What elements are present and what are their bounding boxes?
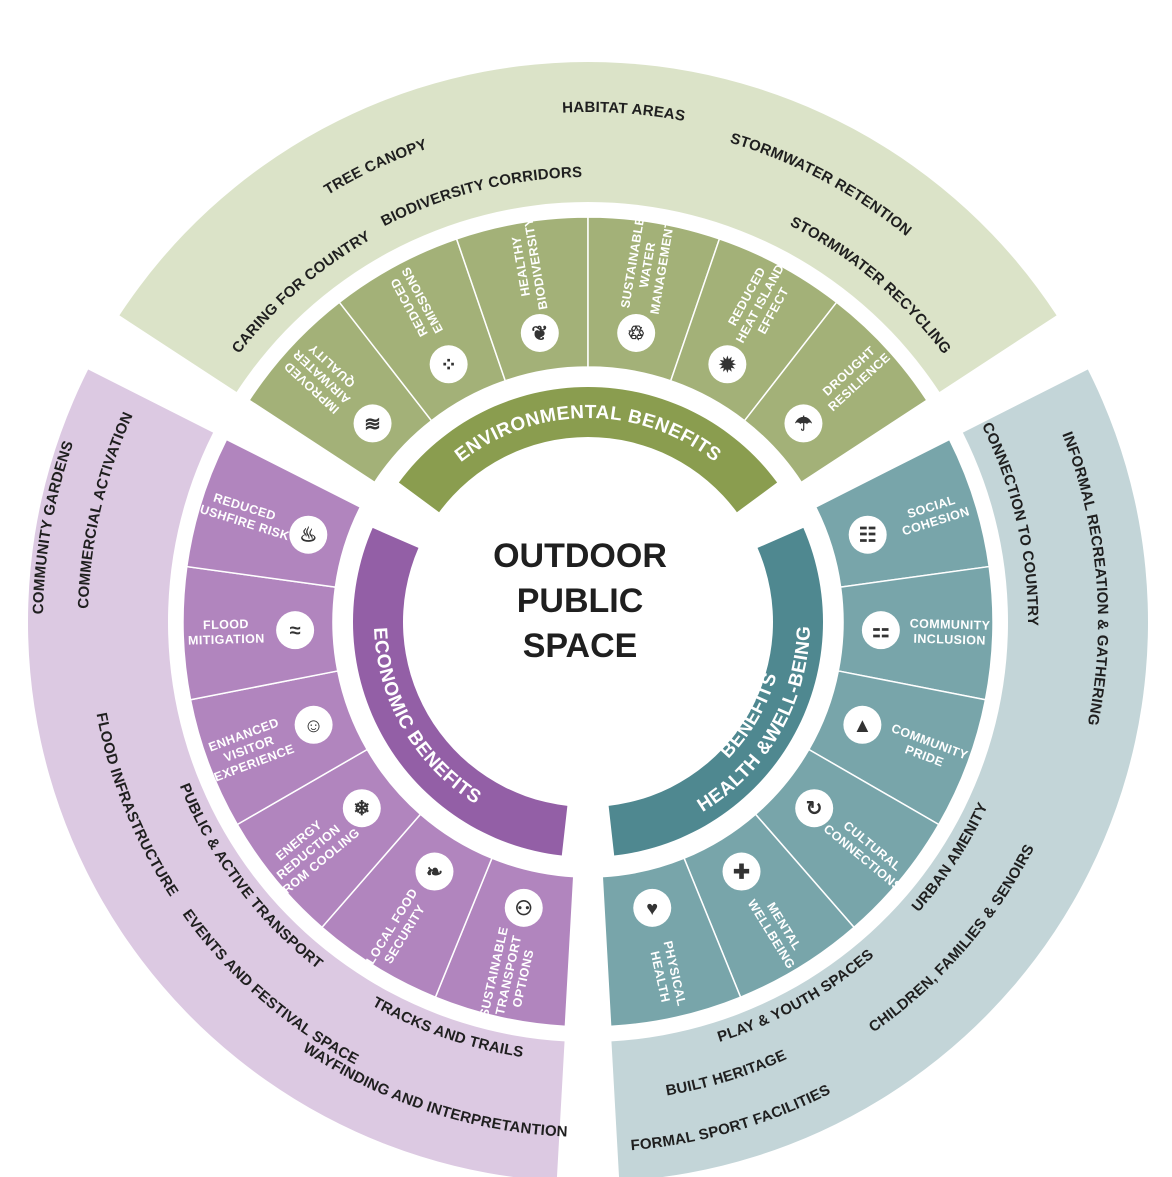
water-cycle-icon	[617, 313, 656, 352]
segment-label-line: INCLUSION	[913, 632, 986, 648]
center-title-line-1: OUTDOOR	[493, 537, 667, 575]
watering-can-icon	[784, 404, 823, 443]
inclusion-icon	[861, 611, 900, 650]
visitor-icon	[294, 705, 333, 744]
cultural-cycle-icon-glyph: ↻	[806, 798, 823, 820]
outer-ring	[28, 62, 1148, 1177]
sun-icon	[708, 345, 747, 384]
pride-icon	[843, 705, 882, 744]
mind-icon	[722, 852, 761, 891]
segment-label-line: FLOOD	[203, 617, 249, 632]
environmental-outer-sector	[119, 62, 1057, 393]
pride-icon-glyph: ▲	[852, 715, 872, 737]
bird-leaf-icon	[520, 313, 559, 352]
group-icon	[848, 515, 887, 554]
category-band-ring	[352, 387, 823, 856]
economic-outer-sector	[28, 369, 565, 1177]
bird-leaf-icon-glyph: ❦	[531, 323, 548, 345]
wind-icon-glyph: ≋	[364, 413, 381, 435]
health-outer-sector	[611, 369, 1148, 1177]
snowflake-icon	[342, 789, 381, 828]
mind-icon-glyph: ✚	[733, 862, 750, 884]
walking-people-icon-glyph: ⚇	[515, 898, 533, 920]
sun-icon-glyph: ✹	[718, 354, 737, 376]
wind-icon	[353, 404, 392, 443]
water-cycle-icon-glyph: ♲	[627, 323, 645, 345]
watering-can-icon-glyph: ☂	[794, 413, 812, 435]
segment-label-line: MITIGATION	[188, 632, 265, 648]
particles-icon	[429, 345, 468, 384]
economic-category-band	[352, 527, 568, 856]
environmental-category-band	[398, 387, 778, 513]
bushfire-icon	[289, 515, 328, 554]
walking-people-icon	[504, 888, 543, 927]
health-category-band	[608, 527, 823, 856]
heart-head-icon	[633, 888, 672, 927]
center-title-line-2: PUBLIC	[517, 582, 644, 620]
segment-ring	[182, 216, 994, 1028]
particles-icon-glyph: ⁘	[440, 354, 457, 376]
group-icon-glyph: ☷	[859, 525, 877, 547]
sprout-icon	[415, 852, 454, 891]
cultural-cycle-icon	[795, 789, 834, 828]
waves-icon-glyph: ≈	[290, 620, 301, 642]
waves-icon	[276, 611, 315, 650]
environmental-segment-drought-resilience	[743, 301, 928, 484]
bushfire-icon-glyph: ♨	[299, 525, 317, 547]
heart-head-icon-glyph: ♥	[646, 898, 658, 920]
inclusion-icon-glyph: ⚏	[872, 620, 890, 642]
center-title-line-3: SPACE	[523, 627, 638, 665]
sprout-icon-glyph: ❧	[426, 862, 443, 884]
visitor-icon-glyph: ☺	[303, 715, 323, 737]
snowflake-icon-glyph: ❄	[353, 798, 370, 820]
center-title: OUTDOOR PUBLIC SPACE	[493, 537, 667, 665]
segment-label-line: COMMUNITY	[910, 616, 991, 632]
